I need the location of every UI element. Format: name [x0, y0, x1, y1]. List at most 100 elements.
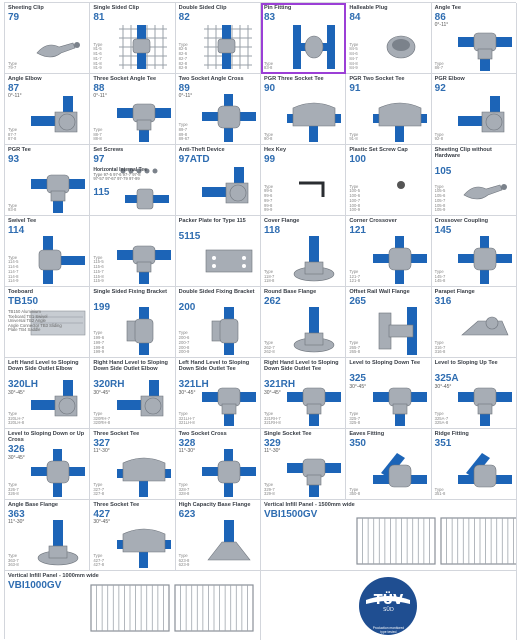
item-code[interactable]: 320RH: [93, 379, 125, 390]
item-code[interactable]: 88: [93, 83, 105, 94]
item-code[interactable]: 5115: [178, 231, 201, 242]
item-code[interactable]: 114: [8, 225, 25, 236]
item-code[interactable]: 145: [434, 225, 452, 236]
catalog-item[interactable]: Type 115-5 115-6 115-7 115-8 115-9: [90, 216, 176, 287]
fitting-illustration: [371, 94, 429, 142]
item-code[interactable]: 81: [93, 12, 105, 23]
item-code[interactable]: 262: [263, 296, 281, 307]
item-code[interactable]: 90: [263, 83, 276, 94]
angle-range: 11°-30°: [178, 448, 196, 454]
item-code[interactable]: 79: [8, 12, 20, 23]
item-code[interactable]: 325A: [434, 373, 459, 384]
item-code[interactable]: VBI1000GV: [8, 580, 62, 591]
item-code[interactable]: 327: [93, 438, 111, 449]
item-code[interactable]: TB150: [8, 296, 39, 307]
item-code[interactable]: 321RH: [263, 379, 296, 390]
item-name: Single Sided Clip: [93, 5, 140, 11]
item-code[interactable]: 329: [263, 438, 281, 449]
catalog-item[interactable]: Left Hand Level to Sloping Down Side Out…: [175, 358, 261, 429]
item-code[interactable]: 320LH: [8, 379, 39, 390]
item-code[interactable]: 325: [349, 373, 366, 384]
item-name: Hex Key: [263, 147, 287, 153]
item-code[interactable]: 87: [8, 83, 20, 94]
item-code[interactable]: 92: [434, 83, 446, 94]
item-code[interactable]: 363: [8, 509, 25, 520]
type-list: Type 320RH-7 320RH-8: [93, 410, 111, 426]
item-code[interactable]: 118: [263, 225, 281, 236]
item-code[interactable]: 105: [434, 166, 452, 177]
item-code[interactable]: 326: [8, 444, 25, 455]
item-code[interactable]: 83: [263, 12, 276, 23]
item-code[interactable]: 351: [434, 438, 452, 449]
item-code[interactable]: 200: [178, 302, 196, 313]
item-code[interactable]: 97ATD: [178, 154, 210, 165]
catalog-item[interactable]: Right Hand Level to Sloping Down Side Ou…: [90, 358, 176, 429]
catalog-item[interactable]: Left Hand Level to Sloping Down Side Out…: [5, 358, 91, 429]
item-code[interactable]: 97: [93, 154, 105, 165]
item-code[interactable]: 427: [93, 509, 111, 520]
item-code[interactable]: 86: [434, 12, 446, 23]
catalog-item[interactable]: Right Hand Level to Sloping Down Side Ou…: [260, 358, 347, 429]
item-code[interactable]: 328: [178, 438, 196, 449]
item-code[interactable]: 623: [178, 509, 196, 520]
item-code[interactable]: 93: [8, 154, 20, 165]
item-code[interactable]: 199: [93, 302, 111, 313]
item-code[interactable]: 99: [263, 154, 276, 165]
item-code-secondary[interactable]: 115: [93, 187, 110, 198]
item-code[interactable]: 84: [349, 12, 361, 23]
item-code[interactable]: 265: [349, 296, 366, 307]
item-code[interactable]: 100: [349, 154, 366, 165]
item-code[interactable]: 321LH: [178, 379, 209, 390]
item-name: Parapet Flange: [434, 289, 475, 295]
item-code[interactable]: 91: [349, 83, 361, 94]
item-code[interactable]: 316: [434, 296, 452, 307]
item-code[interactable]: VBI1500GV: [263, 509, 318, 520]
item-code[interactable]: 89: [178, 83, 190, 94]
item-code[interactable]: 121: [349, 225, 366, 236]
item-code[interactable]: 82: [178, 12, 190, 23]
item-code[interactable]: 350: [349, 438, 366, 449]
